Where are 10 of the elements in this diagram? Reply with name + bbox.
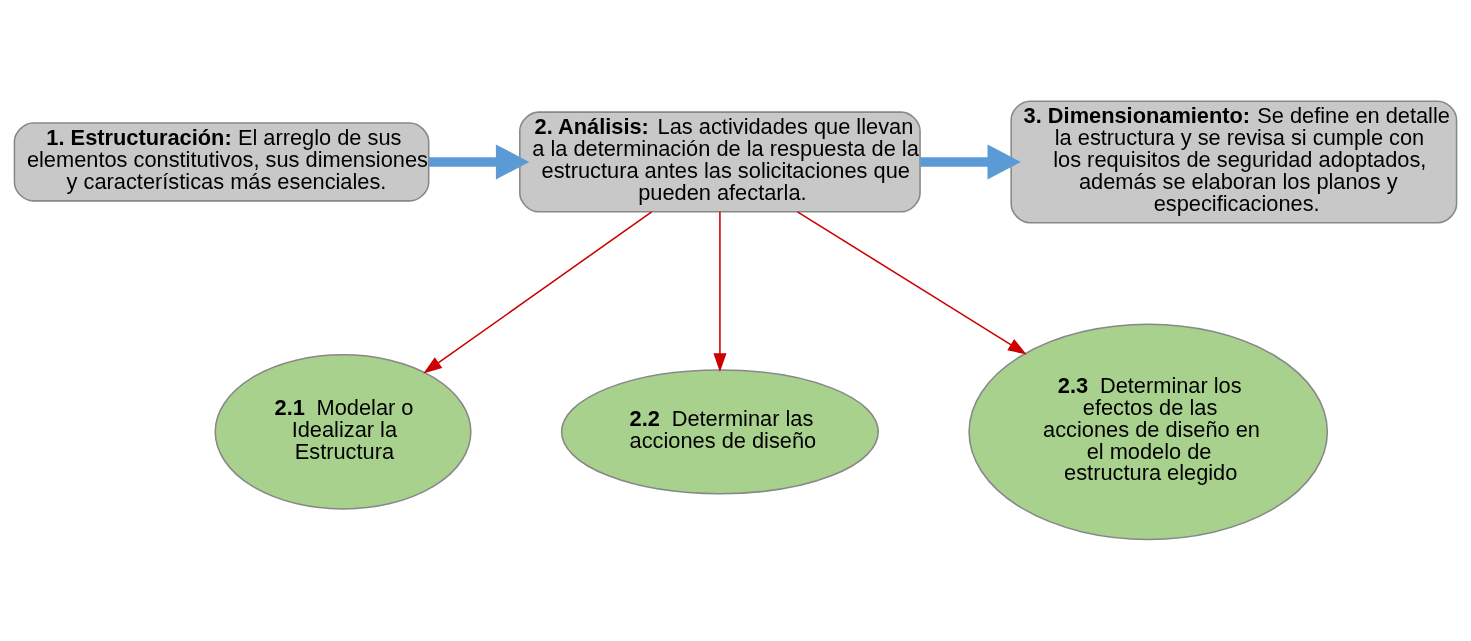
arrow (796, 211, 1027, 355)
node-box: 2. Análisis: Las actividades que llevan a la determinación de la respuesta de la estructura antes las solicitaciones que pueden afectarla. (519, 111, 921, 213)
node-ellipse: 2.3 Determinar los efectos de las acciones de diseño en el modelo de estructura elegido (968, 323, 1329, 541)
arrow (428, 144, 530, 180)
node-ellipse: 2.2 Determinar las acciones de diseño (560, 369, 879, 495)
node-box: 1. Estructuración: El arreglo de sus elementos constitutivos, sus dimensiones y características más esenciales. (13, 122, 430, 202)
arrow (713, 211, 727, 373)
node-box: 3. Dimensionamiento: Se define en detalle la estructura y se revisa si cumple con los requisitos de seguridad adoptados, además se elaboran los planos y especificaciones. (1010, 100, 1458, 224)
arrow (423, 211, 653, 374)
arrow (920, 144, 1021, 180)
